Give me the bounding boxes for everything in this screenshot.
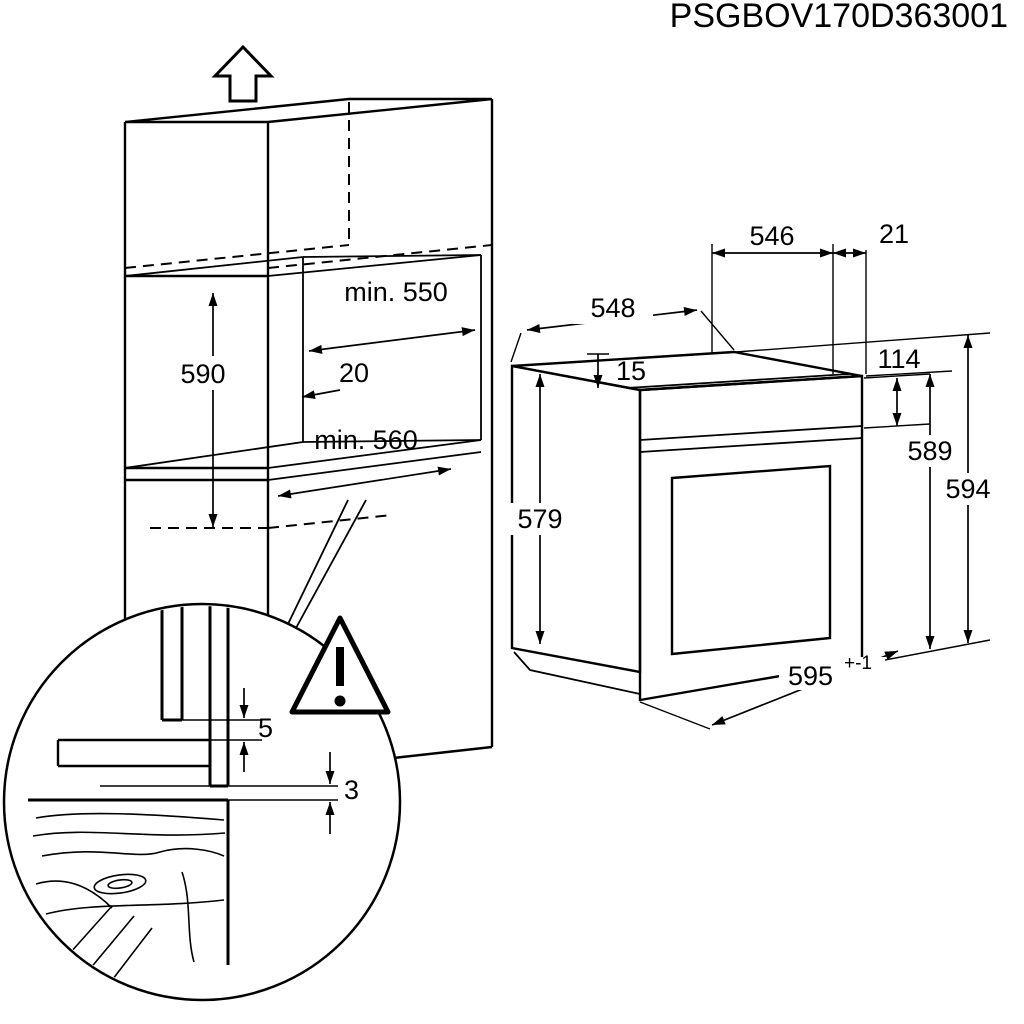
up-arrow-icon [211,44,275,103]
part-number-label: PSGBOV170D363001 [670,0,1008,35]
warning-triangle-icon [289,615,391,715]
detail-callout: 5 3 [2,602,402,1002]
dim-total-height-label: 594 [945,474,990,504]
dim-top-clearance-label: 15 [616,356,646,386]
dim-panel-height-label: 114 [877,344,920,374]
dim-niche-width-label: min. 550 [344,277,448,307]
dim-niche-height-label: 590 [180,359,225,389]
dim-front-overhang-label: 21 [879,219,909,249]
oven-door-window [670,464,832,656]
dim-panel-gap-label: 5 [258,713,273,743]
detail-section-drawing: 5 3 [28,606,359,989]
dim-front-width-tolerance-label: +-1 [844,653,872,674]
oven-dimensions: 548 546 21 15 114 589 594 579 [508,219,1001,730]
dim-top-depth-label: 548 [590,293,635,323]
callout-leader-line [295,499,367,629]
dim-vent-gap-label: 3 [344,775,359,805]
cabinet-dimensions: 590 min. 550 20 min. 560 [166,277,476,527]
dim-front-width-label: 595 [788,661,833,691]
cabinet-drawing [123,97,494,774]
dim-niche-depth-label: min. 560 [314,425,418,455]
dim-body-height-label: 579 [517,504,562,534]
dim-rear-gap-label: 20 [339,358,369,388]
dim-body-depth-label: 546 [749,221,794,251]
callout-leader-line [287,499,349,625]
dim-front-height-label: 589 [907,436,952,466]
